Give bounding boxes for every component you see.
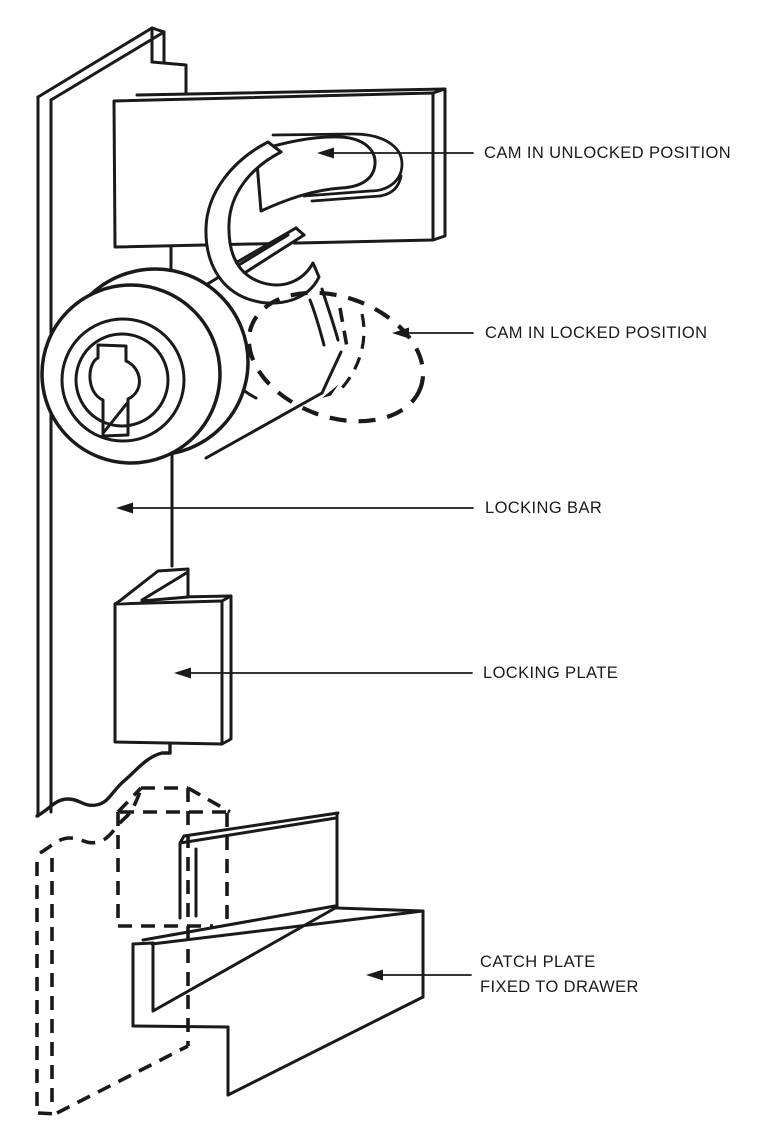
label-catch-plate: CATCH PLATE FIXED TO DRAWER (480, 950, 639, 1000)
arrowhead-cam-locked (392, 327, 409, 339)
locking-plate-shape (113, 567, 233, 755)
label-catch-plate-line1: CATCH PLATE (480, 953, 596, 971)
hidden-lines-dashed (35, 307, 349, 1116)
arrowhead-locking-plate (174, 667, 191, 679)
arrowhead-locking-bar (116, 502, 133, 514)
keyhole-icon (88, 343, 141, 438)
cam-locked-dashed (246, 290, 426, 424)
cam-unlocked-tongue (254, 135, 377, 213)
label-locking-plate: LOCKING PLATE (483, 664, 619, 682)
lock-face (40, 267, 250, 465)
cam-slot (271, 132, 404, 203)
label-catch-plate-line2: FIXED TO DRAWER (480, 978, 639, 996)
label-cam-unlocked: CAM IN UNLOCKED POSITION (484, 144, 732, 162)
locking-bar-shape (35, 26, 188, 818)
catch-plate-shape (131, 811, 425, 1097)
leader-lines (116, 147, 474, 981)
label-cam-locked: CAM IN LOCKED POSITION (485, 324, 708, 342)
arrowhead-cam-unlocked (317, 147, 334, 159)
arrowhead-catch-plate (366, 969, 383, 981)
label-locking-bar: LOCKING BAR (485, 499, 603, 517)
rotation-arrowhead (322, 384, 339, 398)
